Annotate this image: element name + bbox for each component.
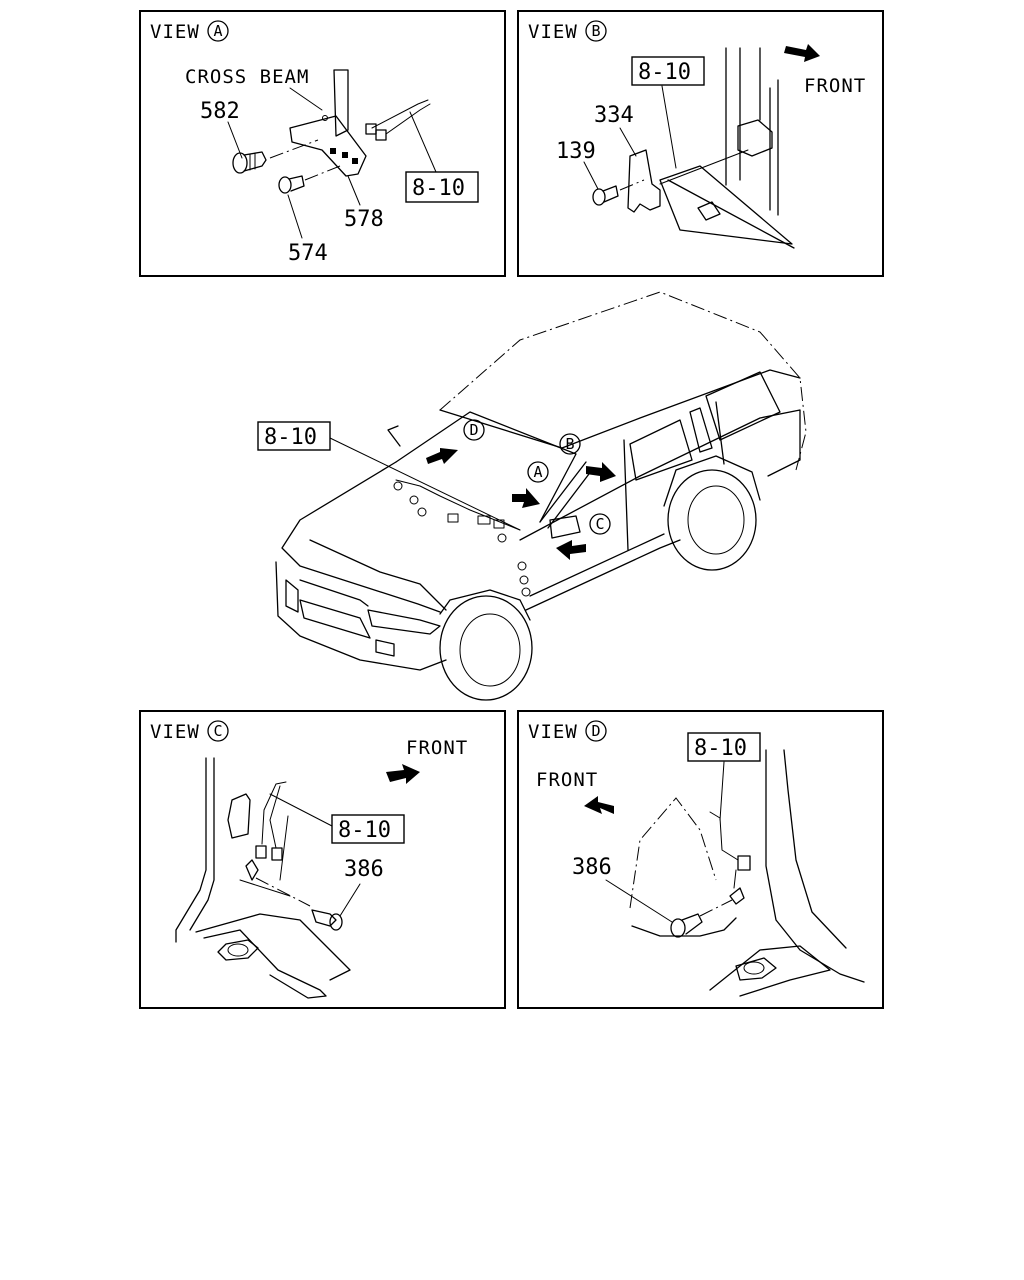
part-334-bracket — [627, 149, 661, 213]
arrow-icon — [512, 488, 540, 508]
view-b-letter-circle — [585, 20, 607, 42]
vehicle-drawing: 8-10 D B A C — [257, 291, 807, 701]
pillar-lines — [725, 47, 779, 216]
marker-d: D — [469, 421, 478, 439]
arrow-icon — [426, 448, 458, 464]
view-c-panel: VIEW C FRONT 386 — [139, 710, 506, 1009]
arrow-icon — [556, 540, 586, 560]
hood — [281, 461, 441, 613]
front-wheel — [439, 595, 533, 701]
cross-beam-post — [333, 69, 349, 137]
arrow-icon — [586, 462, 616, 482]
view-c-letter: C — [213, 722, 222, 740]
view-b-frame — [517, 10, 884, 277]
view-a-title: VIEW — [150, 21, 200, 43]
cross-beam-label: CROSS BEAM — [185, 66, 309, 88]
part-574-label: 574 — [288, 241, 328, 266]
bolt-icon — [311, 909, 343, 931]
marker-d-circle — [463, 419, 485, 441]
marker-a: A — [533, 463, 542, 481]
view-b-ref: 8-10 — [638, 60, 691, 85]
view-b-title: VIEW — [528, 21, 578, 43]
arrow-icon — [584, 796, 614, 814]
view-c-ref: 8-10 — [338, 818, 391, 843]
marker-c-circle — [589, 513, 611, 535]
part-139-label: 139 — [556, 139, 596, 164]
view-c-front: FRONT — [406, 737, 468, 759]
view-d-letter: D — [591, 722, 600, 740]
part-578-leader — [347, 175, 361, 206]
windshield — [395, 411, 577, 523]
marker-c: C — [595, 515, 604, 533]
cross-beam-leader — [289, 87, 323, 111]
side-mirror — [549, 515, 581, 539]
part-578-label: 578 — [344, 207, 384, 232]
view-a-panel: VIEW A CROSS BEAM 582 574 57 — [139, 10, 506, 277]
view-a-letter-circle — [207, 20, 229, 42]
view-d-ref-box — [687, 732, 761, 762]
view-a-letter: A — [213, 22, 222, 40]
connector-icon — [737, 855, 751, 871]
view-c-letter-circle — [207, 720, 229, 742]
view-b-letter: B — [591, 22, 600, 40]
view-b-panel: VIEW B FRONT 8-10 334 139 — [517, 10, 884, 277]
side-sill — [525, 539, 681, 611]
bolt-icon — [278, 175, 305, 194]
connector-icon — [365, 99, 431, 141]
part-574-leader — [287, 194, 303, 239]
view-d-panel: VIEW D 8-10 FRONT 386 — [517, 710, 884, 1009]
marker-b: B — [565, 435, 574, 453]
arrow-icon — [386, 764, 420, 784]
arrow-icon — [784, 44, 820, 62]
vehicle-ref: 8-10 — [264, 425, 317, 450]
view-a-ref: 8-10 — [412, 176, 465, 201]
rear-wheel — [667, 469, 757, 571]
vehicle-ref-box — [257, 421, 331, 451]
view-d-ref: 8-10 — [694, 736, 747, 761]
view-d-letter-circle — [585, 720, 607, 742]
cross-beam-bracket — [289, 115, 367, 177]
view-c-title: VIEW — [150, 721, 200, 743]
view-b-front: FRONT — [804, 75, 866, 97]
roof-outline — [439, 291, 807, 471]
front-bumper — [275, 561, 447, 671]
view-c-part-386-label: 386 — [344, 857, 384, 882]
screw-icon — [232, 151, 267, 174]
part-334-label: 334 — [594, 103, 634, 128]
bolt-icon — [592, 185, 619, 206]
marker-b-circle — [559, 433, 581, 455]
view-c-ref-box — [331, 814, 405, 844]
side-window-2 — [705, 371, 781, 441]
part-582-leader — [227, 121, 243, 159]
view-d-title: VIEW — [528, 721, 578, 743]
side-window-1 — [629, 419, 693, 481]
view-a-ref-box — [405, 171, 479, 203]
view-b-ref-box — [631, 56, 705, 86]
bolt-icon — [670, 913, 703, 938]
part-582-label: 582 — [200, 99, 240, 124]
view-d-part-386-label: 386 — [572, 855, 612, 880]
view-d-front: FRONT — [536, 769, 598, 791]
view-a-frame — [139, 10, 506, 277]
marker-a-circle — [527, 461, 549, 483]
connector-icon — [255, 845, 283, 861]
view-c-frame — [139, 710, 506, 1009]
view-d-frame — [517, 710, 884, 1009]
